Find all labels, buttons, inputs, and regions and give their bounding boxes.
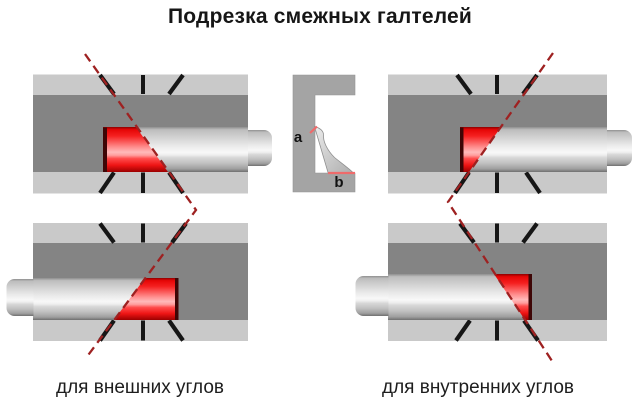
molding-end-cap <box>6 279 34 316</box>
cut-piece-end-edge <box>528 274 532 320</box>
page-title: Подрезка смежных галтелей <box>168 5 472 28</box>
profile-molding-section <box>313 125 354 173</box>
saw-slot-45-right <box>521 222 539 244</box>
miter-box-top-left <box>33 73 272 195</box>
saw-slot-45-left <box>98 222 116 244</box>
saw-slot-45-left <box>98 171 116 195</box>
molding-profile-diagram: a b <box>292 74 356 193</box>
caption-external-corners: для внешних углов <box>56 377 224 398</box>
cut-piece-end-edge <box>103 127 107 172</box>
cut-piece-highlight <box>114 278 179 320</box>
saw-slot-45-left <box>454 319 472 342</box>
cut-line-internal-corners <box>446 52 555 365</box>
molding-end-cap <box>355 276 389 316</box>
cut-line-external-corners <box>84 53 198 359</box>
label-b: b <box>334 174 343 191</box>
contact-mark-a <box>309 125 318 134</box>
box-wall-top <box>33 223 248 243</box>
box-wall-bottom <box>33 172 248 194</box>
caption-internal-corners: для внутренних углов <box>381 377 574 398</box>
label-a: a <box>294 129 303 146</box>
saw-slot-45-right <box>167 319 185 342</box>
cut-piece-highlight <box>460 127 501 172</box>
saw-slot-45-left <box>455 73 473 96</box>
molding-end-cap <box>248 130 272 166</box>
miter-box-top-right <box>388 73 632 195</box>
miter-box-bottom-right <box>355 222 607 342</box>
box-wall-top <box>33 74 248 95</box>
saw-slot-45-right <box>524 171 542 195</box>
box-wall-bottom <box>33 320 248 341</box>
cut-piece-end-edge <box>460 127 464 172</box>
saw-slot-45-right <box>167 73 185 96</box>
molding-end-cap <box>607 130 632 166</box>
profile-bracket <box>292 74 356 193</box>
cut-piece-end-edge <box>175 278 179 320</box>
miter-box-bottom-left <box>6 222 248 342</box>
cut-piece-highlight <box>103 127 168 172</box>
